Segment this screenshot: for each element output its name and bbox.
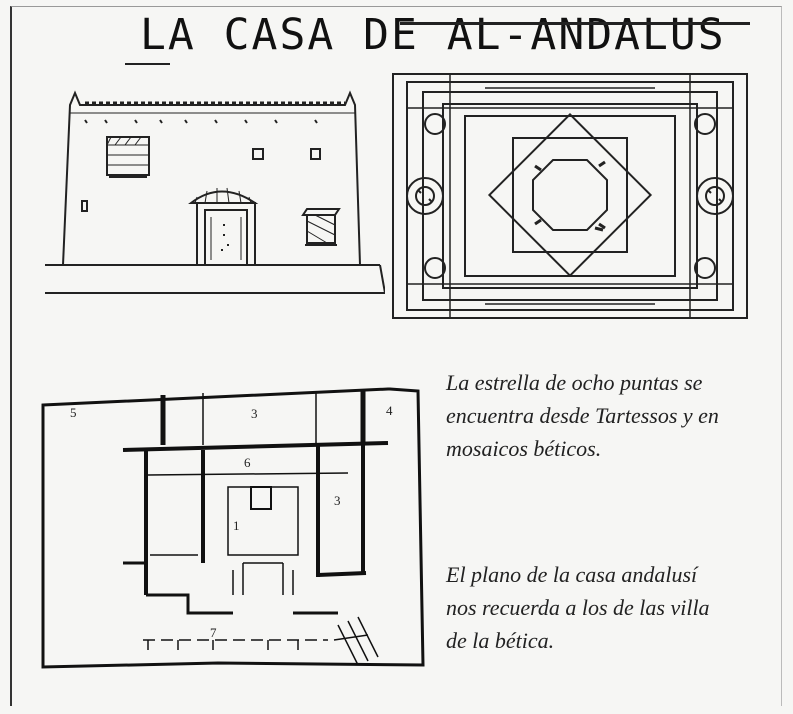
caption-plan: El plano de la casa andalusí nos recuerd… (446, 558, 710, 657)
caption-star-line: encuentra desde Tartessos y en (446, 403, 719, 428)
house-floor-plan: 5 3 4 6 3 1 7 (41, 387, 425, 669)
plan-label-room-1: 1 (233, 518, 240, 533)
plan-label-room-3-top: 3 (251, 406, 258, 421)
page-frame (10, 6, 782, 706)
eight-point-star-mosaic (392, 73, 748, 319)
caption-star: La estrella de ocho puntas se encuentra … (446, 366, 719, 465)
plan-label-room-7: 7 (210, 625, 217, 640)
caption-star-line: La estrella de ocho puntas se (446, 370, 703, 395)
caption-plan-line: nos recuerda a los de las villa (446, 595, 710, 620)
title-underline (125, 63, 170, 65)
page-title: LA CASA DE AL-ANDALUS (140, 10, 726, 60)
plan-label-room-5: 5 (70, 405, 77, 420)
caption-star-line: mosaicos béticos. (446, 436, 602, 461)
house-facade-illustration (45, 90, 385, 294)
plan-label-room-6: 6 (244, 455, 251, 470)
caption-plan-line: El plano de la casa andalusí (446, 562, 698, 587)
plan-label-room-4: 4 (386, 403, 393, 418)
title-rule (400, 22, 750, 25)
caption-plan-line: de la bética. (446, 628, 555, 653)
plan-label-room-3-right: 3 (334, 493, 341, 508)
